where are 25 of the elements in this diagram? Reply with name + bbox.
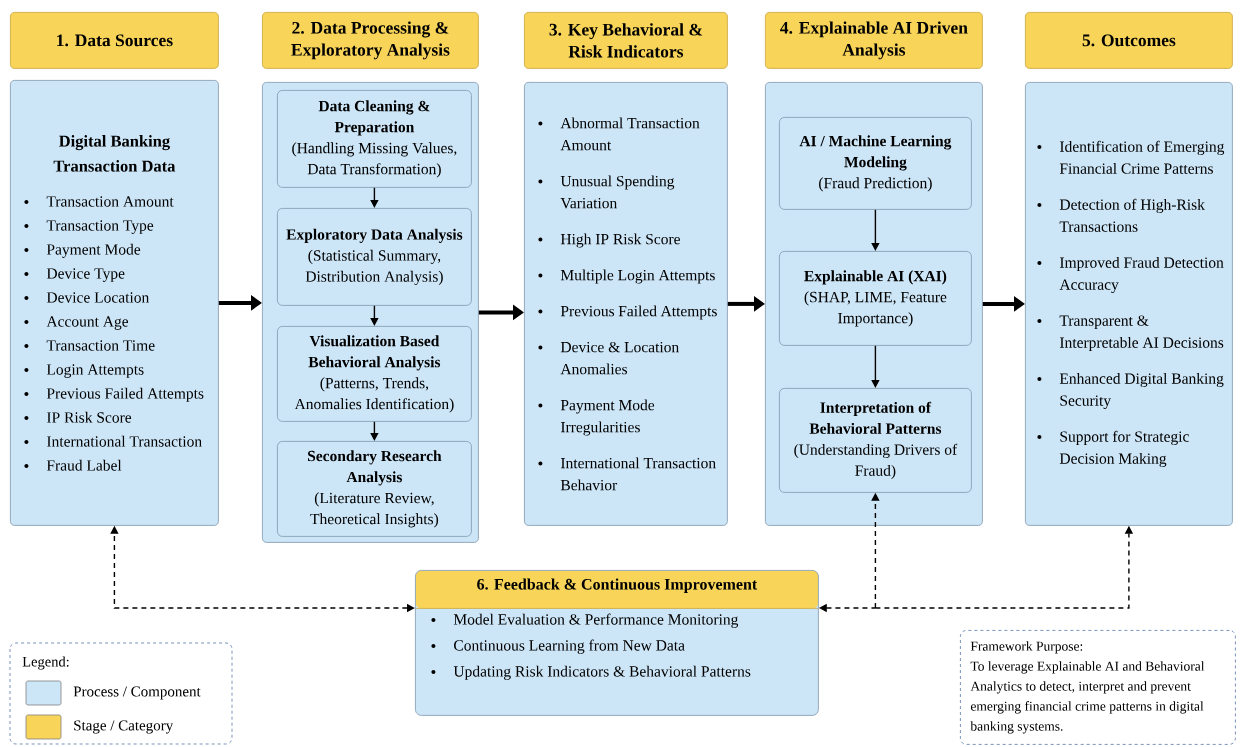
legend-title: Legend: bbox=[22, 656, 69, 670]
stage-header: 5. Outcomes bbox=[1025, 12, 1233, 69]
legend-label: Process / Component bbox=[73, 686, 201, 700]
arrow bbox=[370, 187, 379, 208]
stage-header: 4. Explainable AI Driven Analysis bbox=[765, 12, 983, 69]
purpose-note: Framework Purpose: To leverage Explainable AI and Behavioral Analytics to detect, interpret and prevent emerging financial crime patterns in digital banking systems. bbox=[960, 630, 1236, 745]
process-box: Exploratory Data Analysis (Statistical Summary, Distribution Analysis) bbox=[277, 208, 472, 306]
process-box: Data Cleaning & Preparation (Handling Missing Values, Data Transformation) bbox=[277, 90, 472, 188]
stage-header: 1. Data Sources bbox=[10, 12, 219, 69]
arrow bbox=[370, 305, 379, 326]
component-panel: Abnormal Transaction Amount Unusual Spending Variation High IP Risk Score Multiple Login Attempts Previous Failed Attempts Device & Location Anomalies Payment Mode Irregularities International Transaction Behavior bbox=[524, 82, 728, 526]
component-panel: Digital Banking Transaction Data Transaction Amount Transaction Type Payment Mode Device Type Device Location Account Age Transaction Time Login Attempts Previous Failed Attempts IP Risk Score International Transaction Fraud Label bbox=[10, 80, 219, 526]
process-box: Explainable AI (XAI) (SHAP, LIME, Feature Importance) bbox=[779, 251, 972, 346]
process-box: Visualization Based Behavioral Analysis (Patterns, Trends, Anomalies Identification) bbox=[277, 326, 472, 422]
stage-header: 3. Key Behavioral & Risk Indicators bbox=[524, 12, 728, 69]
arrow bbox=[871, 209, 880, 251]
component-panel: Identification of Emerging Financial Crime Patterns Detection of High-Risk Transactions Improved Fraud Detection Accuracy Transparent & Interpretable AI Decisions Enhanced Digital Banking Security Support for Strategic Decision Making bbox=[1025, 82, 1233, 526]
stage-header: 2. Data Processing & Exploratory Analysis bbox=[262, 12, 479, 69]
legend-label: Stage / Category bbox=[74, 720, 174, 734]
arrow bbox=[370, 421, 379, 441]
arrow bbox=[871, 345, 880, 388]
process-box: Secondary Research Analysis (Literature Review, Theoretical Insights) bbox=[277, 441, 472, 537]
process-box: AI / Machine Learning Modeling (Fraud Prediction) bbox=[779, 117, 972, 210]
process-box: Interpretation of Behavioral Patterns (Understanding Drivers of Fraud) bbox=[779, 388, 972, 493]
feedback-panel: 6. Feedback & Continuous Improvement Model Evaluation & Performance Monitoring Continuous Learning from New Data Updating Risk Indicators & Behavioral Patterns bbox=[415, 570, 819, 716]
